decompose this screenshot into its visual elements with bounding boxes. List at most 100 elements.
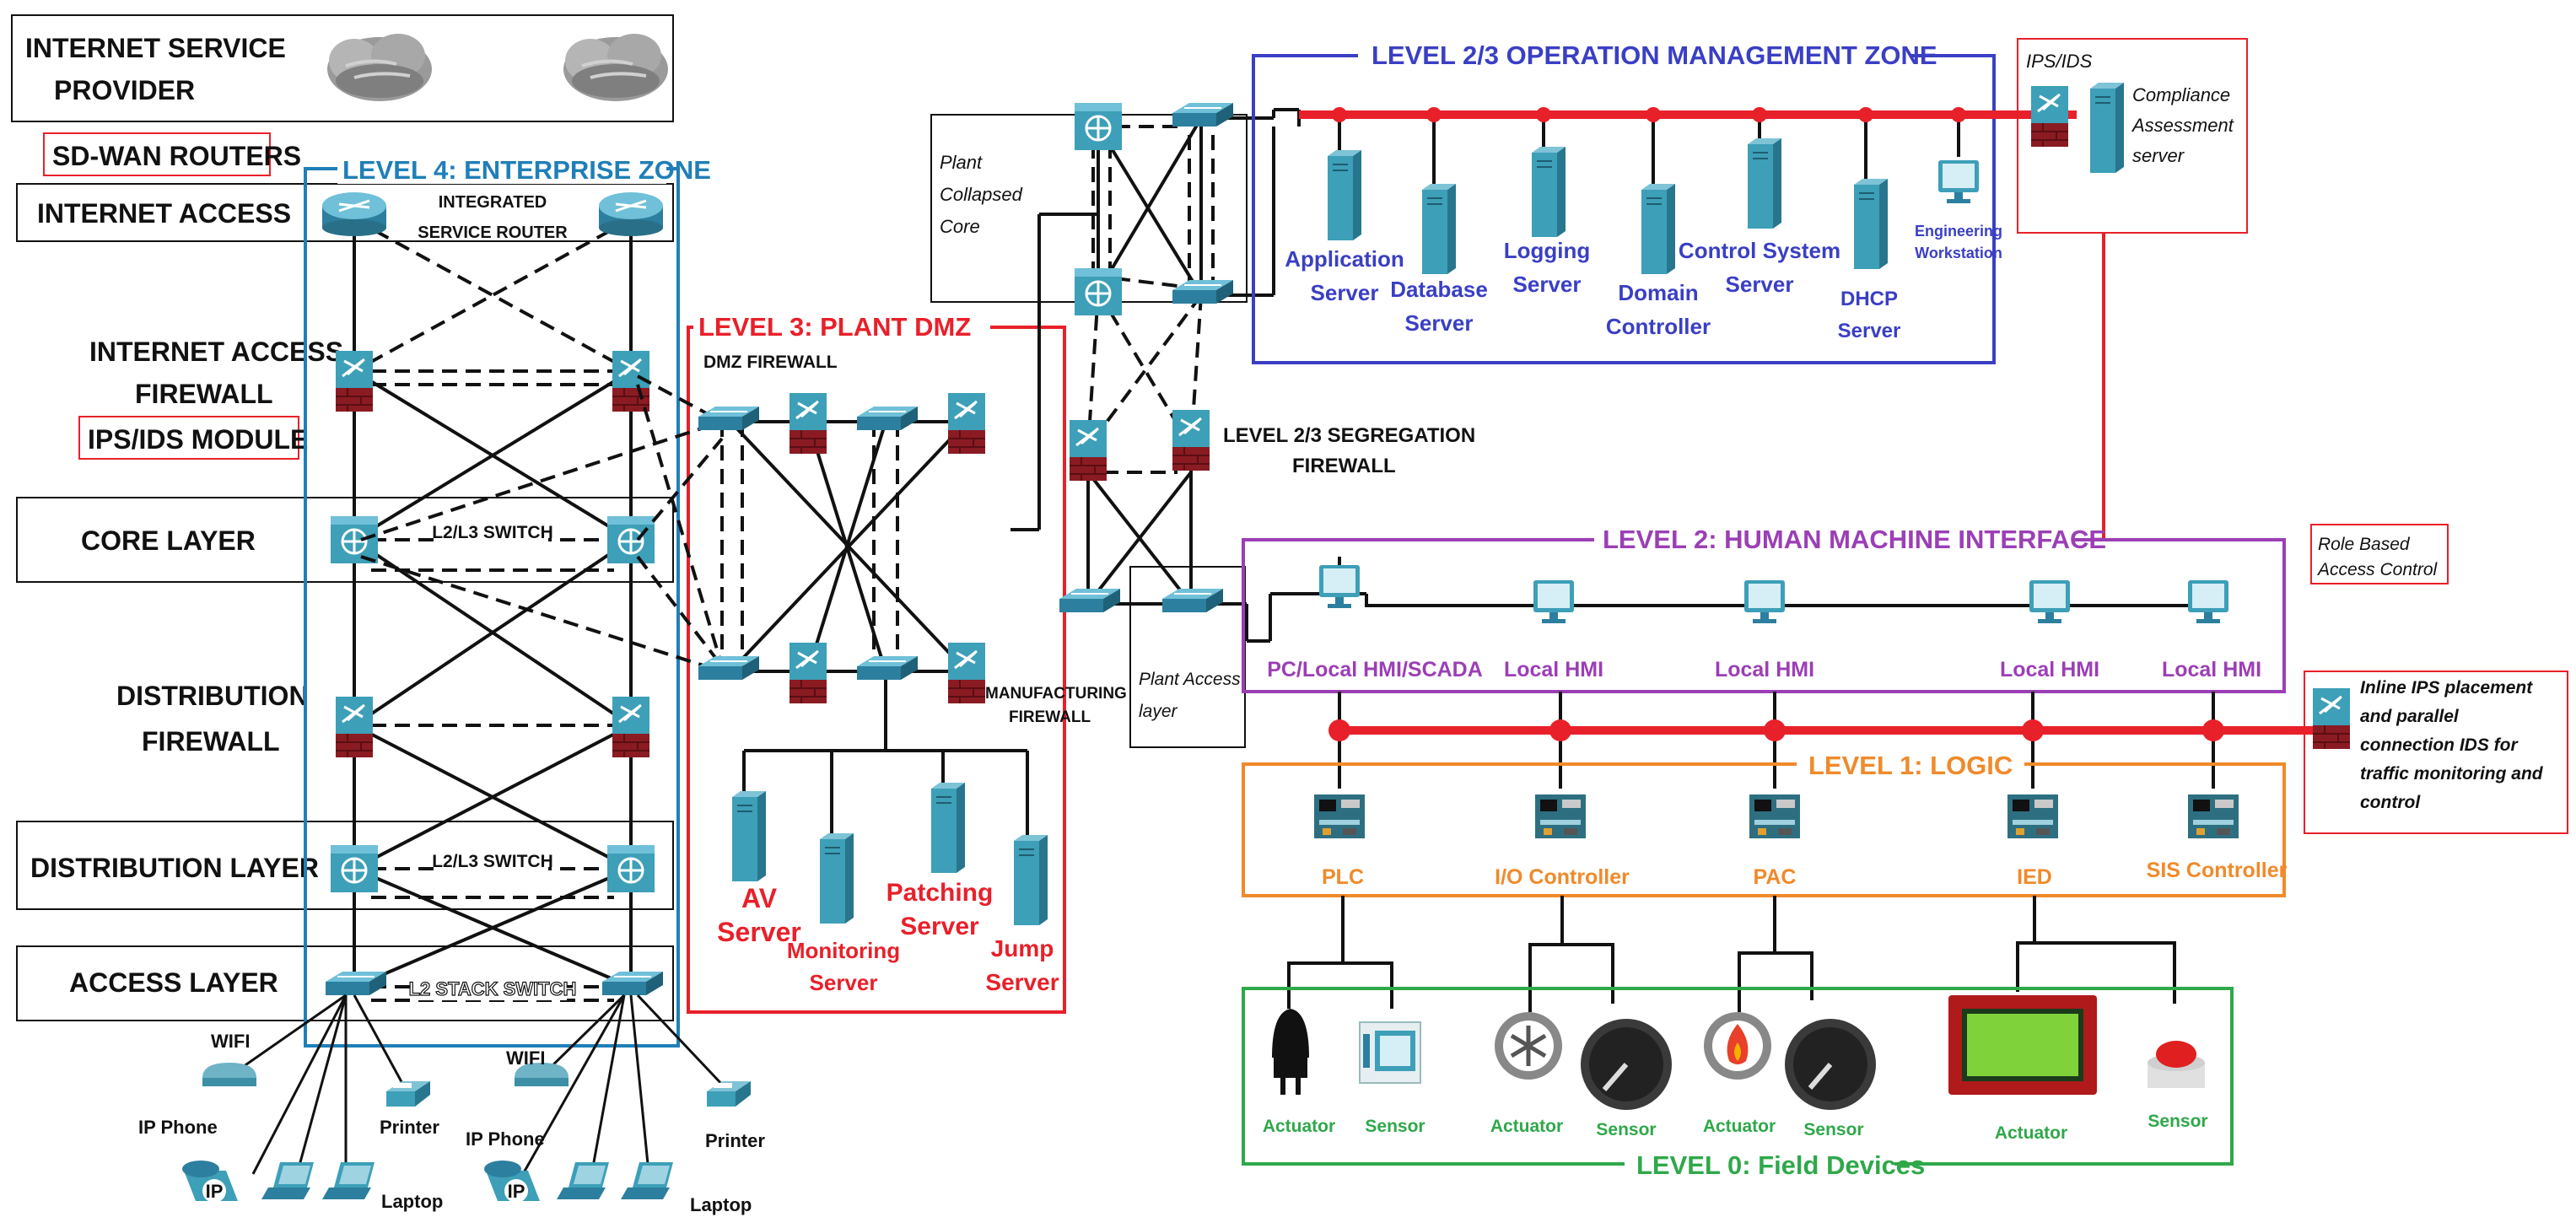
- sdwan-box: [43, 132, 271, 176]
- wifi-label: WIFI: [506, 1048, 545, 1069]
- laptop-icon: [557, 1162, 609, 1199]
- hmi-node-label: Local HMI: [2000, 658, 2099, 681]
- distribution-switch-icon: [606, 843, 656, 894]
- ip-phone-ip-label: IP: [508, 1181, 525, 1202]
- dhcp-server-icon: [1853, 178, 1889, 270]
- ips-module-label: IPS/IDS MODULE: [88, 424, 308, 455]
- hmi-node-label: Local HMI: [1715, 658, 1814, 681]
- isp-box: [11, 14, 674, 122]
- logic-zone-title: LEVEL 1: LOGIC: [1808, 751, 2013, 780]
- segregation-firewall-label-line1: LEVEL 2/3 SEGREGATION: [1223, 424, 1475, 447]
- ied-board-icon: [2007, 794, 2058, 838]
- wifi-ap-icon: [202, 1063, 256, 1086]
- dmz-firewall-icon: [946, 391, 987, 455]
- collapsed-core-switch-icon: [1172, 102, 1234, 127]
- actuator-label: Actuator: [1995, 1123, 2067, 1143]
- ip-phone-label: IP Phone: [466, 1128, 545, 1150]
- access-switch-label: L2 STACK SWITCH: [409, 978, 577, 999]
- av-server-icon: [731, 790, 767, 882]
- manufacturing-firewall-icon: [788, 641, 828, 705]
- isp-label-line2: PROVIDER: [54, 75, 195, 105]
- local-hmi-icon: [1533, 580, 1574, 623]
- monitoring-server-label-line2: Server: [810, 970, 878, 995]
- local-hmi-icon: [2188, 580, 2228, 623]
- logging-server-label-line1: Logging: [1504, 238, 1591, 263]
- iaf-label-line2: FIREWALL: [135, 379, 273, 409]
- compliance-label-line3: server: [2132, 145, 2185, 166]
- control-system-server-icon: [1747, 137, 1782, 229]
- control-system-server-label-line1: Control System: [1679, 238, 1840, 263]
- enterprise-links: [353, 219, 633, 988]
- ips-ids-icon: [2029, 84, 2070, 148]
- printer-label: Printer: [705, 1130, 765, 1151]
- enterprise-redundant-links: [353, 218, 632, 1002]
- monitoring-server-icon: [819, 832, 854, 924]
- hmi-node-label: Local HMI: [1504, 658, 1603, 681]
- hmi-node-label: Local HMI: [2162, 658, 2261, 681]
- rbac-label-line1: Role Based: [2318, 535, 2411, 554]
- laptop-icon: [322, 1162, 375, 1199]
- hmi-zone-title: LEVEL 2: HUMAN MACHINE INTERFACE: [1603, 525, 2106, 554]
- level2-human-machine-interface: LEVEL 2: HUMAN MACHINE INTERFACE Role Ba…: [1242, 523, 2449, 693]
- sensor-label: Sensor: [2148, 1112, 2207, 1131]
- manufacturing-firewall-icon: [946, 641, 987, 705]
- segregation-firewall-icon: [1171, 408, 1211, 472]
- df-label-line1: DISTRIBUTION: [116, 681, 309, 711]
- isp-cloud-icon: [562, 32, 670, 103]
- enterprise-zone-border: [304, 167, 680, 1048]
- logging-server-icon: [1531, 146, 1566, 238]
- dmz-firewall-icon: [788, 391, 828, 455]
- level1-logic: LEVEL 1: LOGIC PLC I/O Controller PAC IE…: [1242, 749, 2288, 1012]
- laptop-label: Laptop: [690, 1194, 752, 1215]
- laptop-icon: [621, 1162, 673, 1199]
- laptop-label: Laptop: [381, 1191, 443, 1212]
- panel-sensor-icon: [1359, 1021, 1421, 1084]
- heating-actuator-icon: [1704, 1012, 1771, 1080]
- domain-controller-icon: [1641, 183, 1676, 275]
- local-hmi-icon: [1744, 580, 1785, 623]
- ip-phone-label: IP Phone: [138, 1117, 218, 1138]
- wifi-label: WIFI: [211, 1031, 250, 1052]
- dhcp-server-label-line1: DHCP: [1840, 288, 1898, 310]
- ops-zone-title: LEVEL 2/3 OPERATION MANAGEMENT ZONE: [1372, 40, 1937, 70]
- collapsed-core-label-line3: Core: [940, 216, 980, 237]
- ips-module-box: [78, 416, 299, 460]
- sensor-label: Sensor: [1803, 1120, 1863, 1139]
- core-layer-box: [16, 497, 674, 583]
- inline-ips-box: [2304, 671, 2568, 834]
- plc-board-icon: [1314, 794, 1365, 838]
- logic-zone-border: [1242, 762, 2286, 897]
- plant-access-label-line1: Plant Access: [1139, 670, 1241, 689]
- dmz-switch-icon: [856, 655, 919, 681]
- laptop-icon: [261, 1162, 314, 1199]
- sensor-label: Sensor: [1596, 1120, 1656, 1139]
- plant-dmz-title: LEVEL 3: PLANT DMZ: [698, 312, 971, 342]
- engineering-workstation-label-line1: Engineering: [1915, 223, 2002, 240]
- dhcp-server-label-line2: Server: [1838, 320, 1901, 342]
- collapsed-core-switch-icon: [1172, 279, 1234, 304]
- dmz-switch-icon: [698, 655, 760, 681]
- logic-node-label: I/O Controller: [1495, 865, 1630, 889]
- sis-controller-board-icon: [2188, 794, 2239, 838]
- dmz-firewall-label: DMZ FIREWALL: [703, 353, 838, 372]
- collapsed-core-switch-icon: [1073, 101, 1124, 152]
- lcd-display-actuator-icon: [1948, 995, 2097, 1095]
- inline-ips-icon: [2311, 687, 2352, 751]
- jump-server-label-line1: Jump: [991, 935, 1054, 961]
- plant-access-label-line2: layer: [1139, 702, 1178, 721]
- pac-board-icon: [1749, 794, 1800, 838]
- inline-ips-label-line2: and parallel: [2360, 707, 2460, 726]
- control-system-server-label-line2: Server: [1726, 272, 1794, 297]
- inline-ips-label-line3: connection IDS for: [2360, 735, 2519, 755]
- database-server-label-line2: Server: [1405, 310, 1474, 336]
- patching-server-icon: [930, 782, 966, 874]
- hmi-node-label: PC/Local HMI/SCADA: [1267, 658, 1483, 681]
- distribution-firewall-icon: [611, 695, 651, 759]
- segregation-firewall-label-line2: FIREWALL: [1292, 455, 1396, 477]
- printer-icon: [386, 1081, 430, 1107]
- segregation-firewall-icon: [1068, 418, 1108, 482]
- ips-ids-compliance-box: [2017, 38, 2248, 234]
- domain-controller-label-line1: Domain: [1618, 280, 1698, 305]
- access-switch-icon: [601, 971, 664, 996]
